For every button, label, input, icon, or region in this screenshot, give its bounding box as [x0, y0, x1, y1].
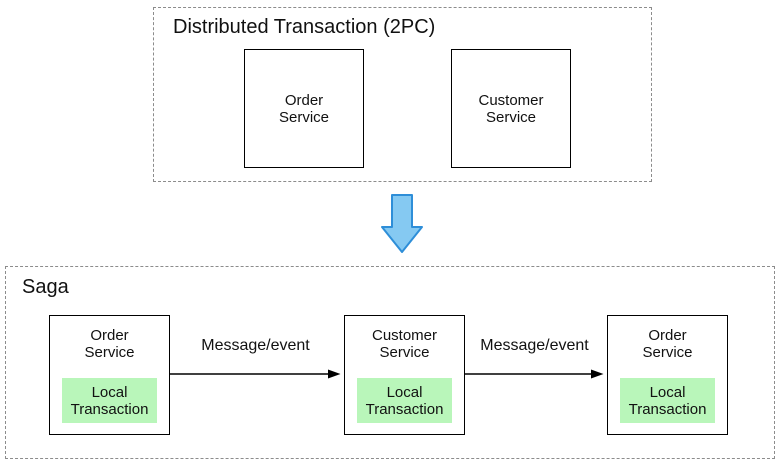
group-title-2pc: Distributed Transaction (2PC)	[173, 16, 436, 38]
node-label: Order Service	[278, 91, 330, 126]
local-transaction-box: Local Transaction	[620, 378, 715, 423]
node-label: Order Service	[642, 327, 693, 361]
edge-message-event-2: Message/event	[465, 337, 604, 382]
local-transaction-box: Local Transaction	[62, 378, 157, 423]
node-label: Order Service	[84, 327, 135, 361]
edge-message-event-1: Message/event	[170, 337, 341, 382]
group-distributed-transaction-2pc: Distributed Transaction (2PC) Order Serv…	[153, 7, 652, 182]
arrow-right-icon	[170, 369, 341, 379]
group-saga: Saga Order Service Local Transaction Mes…	[5, 266, 775, 459]
arrow-right-icon	[465, 369, 604, 379]
local-transaction-box: Local Transaction	[357, 378, 452, 423]
node-order-service-saga-1: Order Service Local Transaction	[49, 315, 170, 435]
node-order-service-2pc: Order Service	[244, 49, 364, 168]
edge-label: Message/event	[201, 337, 310, 354]
down-arrow-icon	[381, 194, 423, 253]
node-customer-service-saga: Customer Service Local Transaction	[344, 315, 465, 435]
node-order-service-saga-2: Order Service Local Transaction	[607, 315, 728, 435]
node-customer-service-2pc: Customer Service	[451, 49, 571, 168]
edge-label: Message/event	[480, 337, 589, 354]
group-title-saga: Saga	[22, 276, 69, 298]
node-label: Customer Service	[371, 327, 438, 361]
node-label: Customer Service	[478, 91, 544, 126]
